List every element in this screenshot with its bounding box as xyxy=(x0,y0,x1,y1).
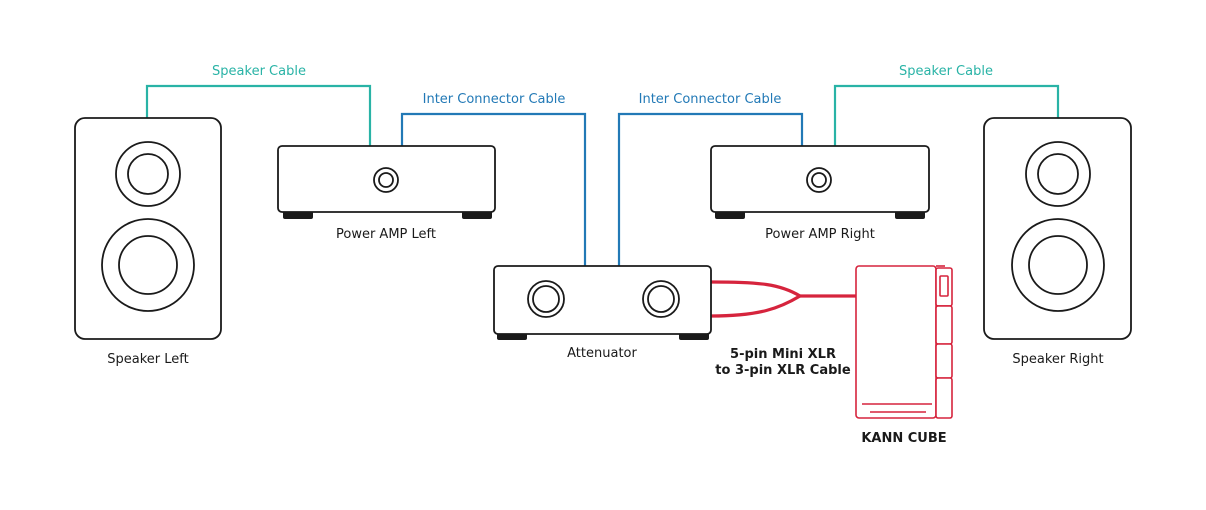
kann-cube xyxy=(855,265,953,419)
speaker-left xyxy=(74,117,222,340)
speaker-right xyxy=(983,117,1132,340)
power-amp-left-label: Power AMP Left xyxy=(336,227,436,242)
speaker-cable-right-label: Speaker Cable xyxy=(899,64,993,79)
knob-inner xyxy=(811,172,827,188)
power-amp-right-label: Power AMP Right xyxy=(765,227,875,242)
speaker-cable-left-label: Speaker Cable xyxy=(212,64,306,79)
power-amp-left xyxy=(277,145,496,219)
knob-inner xyxy=(378,172,394,188)
inter-connector-cable-left-label: Inter Connector Cable xyxy=(423,92,566,107)
inter-connector-cable-left xyxy=(400,112,587,266)
attenuator xyxy=(493,265,712,340)
attenuator-label: Attenuator xyxy=(567,346,637,361)
xlr-cable-label-line1: 5-pin Mini XLR xyxy=(730,347,836,362)
knob-right-inner xyxy=(647,285,675,313)
inter-connector-cable-right-label: Inter Connector Cable xyxy=(639,92,782,107)
knob-left-inner xyxy=(532,285,560,313)
power-amp-right xyxy=(710,145,930,219)
xlr-cable xyxy=(710,280,856,318)
woofer-inner-circle xyxy=(1028,235,1088,295)
speaker-left-label: Speaker Left xyxy=(107,352,188,367)
tweeter-inner-circle xyxy=(127,153,169,195)
woofer-inner-circle xyxy=(118,235,178,295)
speaker-cable-left xyxy=(145,84,372,146)
speaker-right-label: Speaker Right xyxy=(1012,352,1103,367)
inter-connector-cable-right xyxy=(617,112,804,266)
tweeter-inner-circle xyxy=(1037,153,1079,195)
xlr-cable-label-line2: to 3-pin XLR Cable xyxy=(715,363,851,378)
speaker-cable-right xyxy=(833,84,1060,146)
kann-cube-label: KANN CUBE xyxy=(861,431,946,446)
